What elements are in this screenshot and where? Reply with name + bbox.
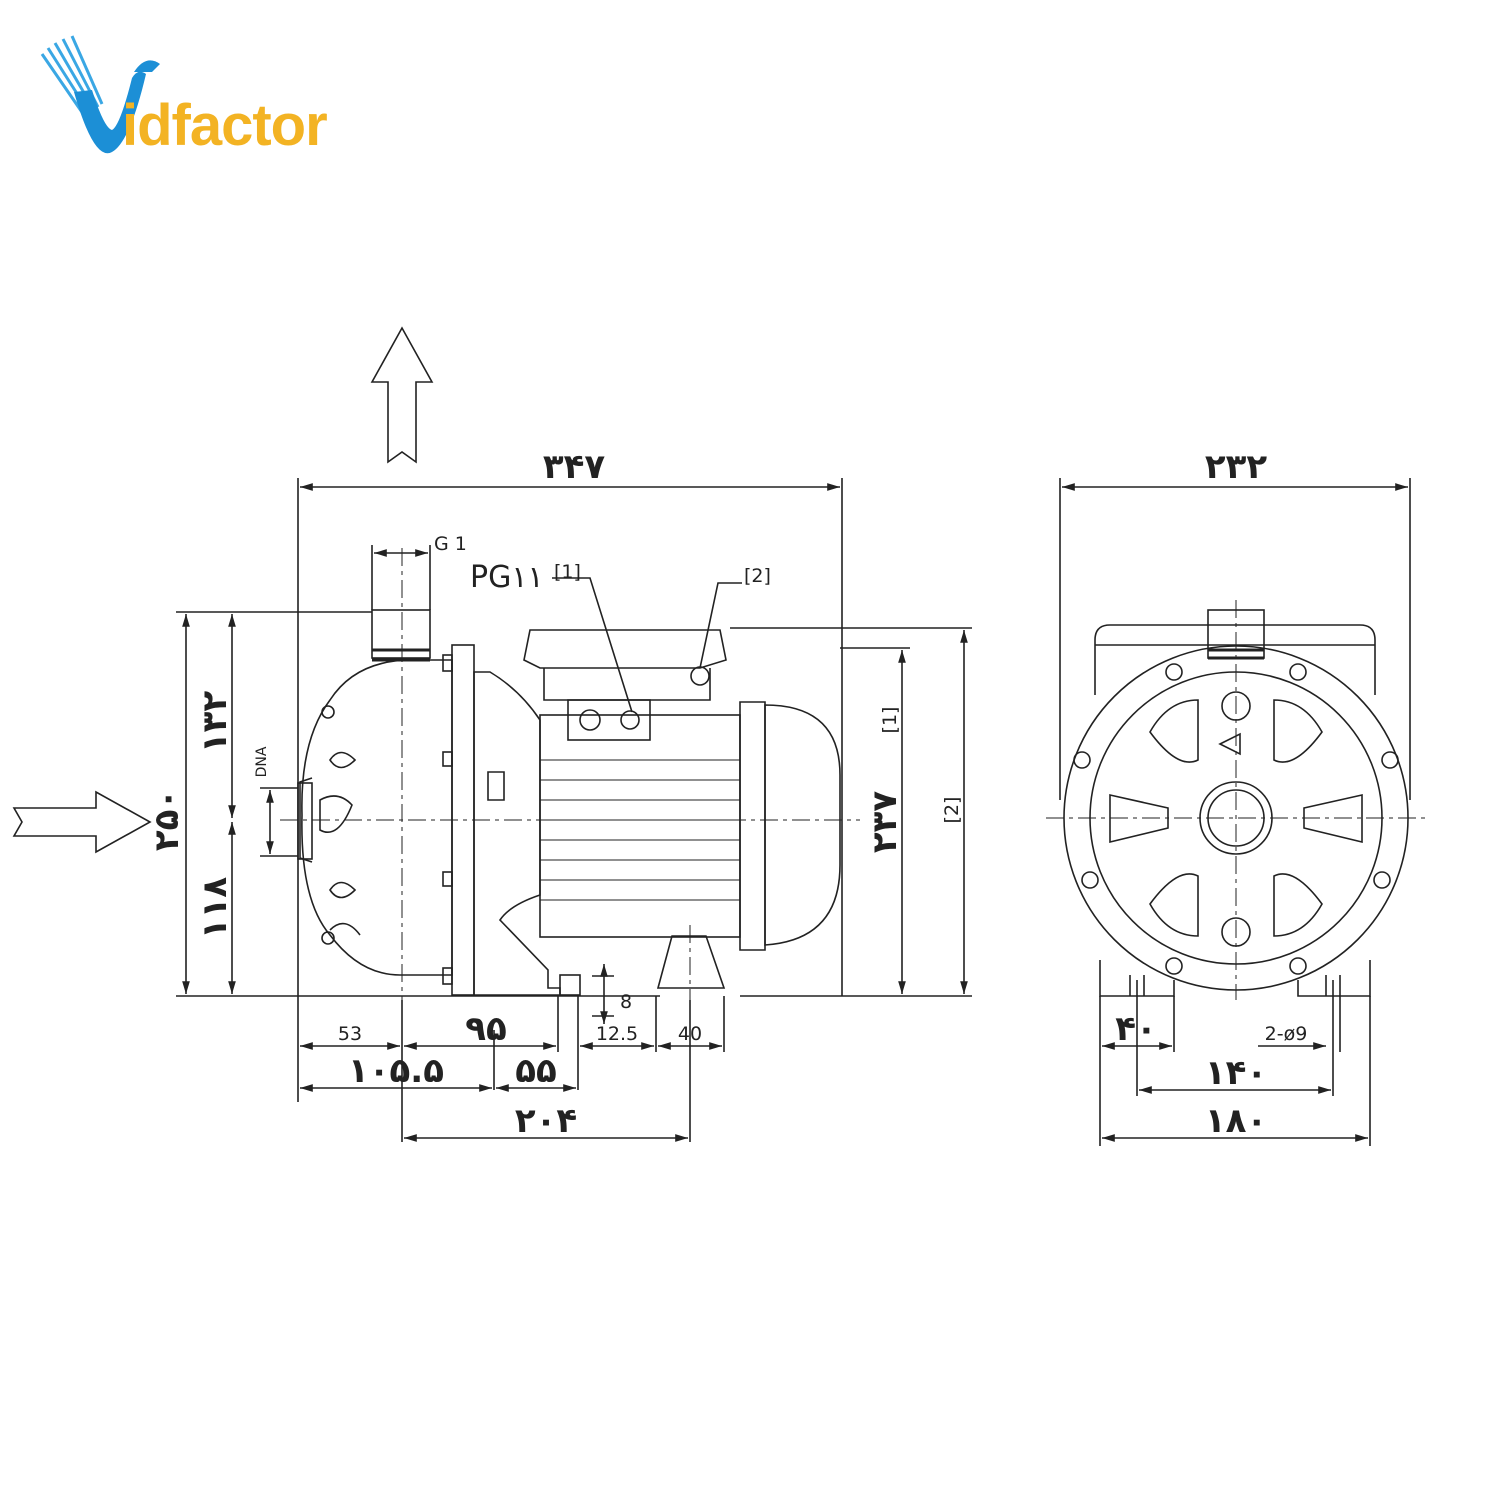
dim-foot-width: ۴۰ [1115, 1009, 1157, 1049]
dim-53: 53 [338, 1023, 362, 1045]
dim-height-lower: ۱۱۸ [195, 877, 235, 940]
dim-motor-height: ۲۳۷ [865, 791, 905, 854]
cable-gland-label: PG۱۱ [470, 560, 544, 595]
terminal-box [523, 629, 727, 741]
note-1-label: [1] [554, 561, 581, 583]
dim-foot-height: 8 [620, 991, 632, 1013]
dim-total-height-note: [2] [941, 797, 963, 824]
inlet-dna-label: DNA [254, 746, 270, 777]
outlet-arrow-icon [370, 326, 434, 464]
dim-105-5: ۱۰۵.۵ [348, 1051, 444, 1091]
dim-height-total: ۲۵۰ [147, 789, 187, 851]
motor-bracket [473, 671, 561, 996]
pump-volute [297, 609, 453, 976]
dim-base-width: ۱۸۰ [1205, 1101, 1267, 1141]
dim-outlet-thread: G 1 [434, 533, 467, 555]
logo-wordmark: idfactor [122, 92, 328, 159]
dim-overall-length: ۳۴۷ [543, 447, 606, 487]
motor-body [539, 701, 841, 951]
dim-motor-height-note: [1] [879, 707, 901, 734]
note-2-label: [2] [744, 565, 771, 587]
dim-hole-spacing: ۱۴۰ [1205, 1053, 1267, 1093]
inlet-arrow-icon [12, 790, 152, 854]
motor-foot [656, 935, 726, 989]
dim-mounting-holes: 2-ø9 [1265, 1023, 1308, 1045]
dim-overall-width: ۲۳۲ [1205, 447, 1268, 487]
bird-wing-icon [40, 35, 160, 154]
logo-text: idfactor [122, 93, 328, 158]
vidfactor-logo: idfactor [34, 32, 394, 172]
dim-95: ۹۵ [465, 1009, 507, 1049]
dim-height-upper: ۱۳۲ [195, 691, 235, 754]
dim-40: 40 [678, 1023, 702, 1045]
dim-204: ۲۰۴ [515, 1101, 577, 1141]
dim-55: ۵۵ [515, 1051, 557, 1091]
dim-12-5: 12.5 [596, 1023, 638, 1045]
